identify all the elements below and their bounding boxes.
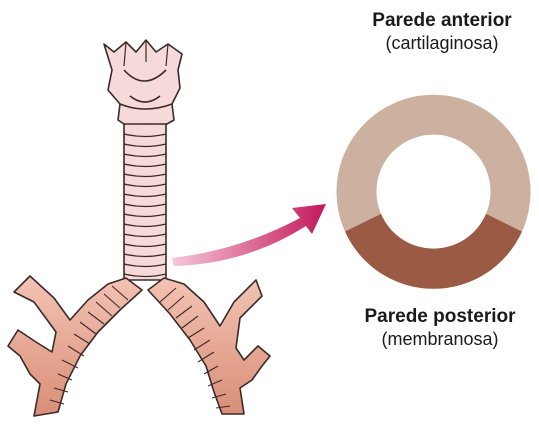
right-bronchus [148, 278, 270, 414]
posterior-wall-label: Parede posterior (membranosa) [345, 306, 535, 350]
tracheal-cross-section [336, 95, 530, 289]
posterior-membrane-wall [345, 214, 522, 289]
curved-arrow-icon [172, 204, 326, 266]
anterior-wall-subtitle: (cartilaginosa) [352, 32, 532, 54]
left-bronchus [8, 276, 142, 416]
larynx [104, 40, 182, 128]
posterior-wall-subtitle: (membranosa) [345, 328, 535, 350]
anterior-cartilage-wall [336, 95, 530, 232]
anterior-wall-label: Parede anterior (cartilaginosa) [352, 10, 532, 54]
trachea [124, 124, 166, 280]
anterior-wall-title: Parede anterior [352, 10, 532, 32]
posterior-wall-title: Parede posterior [345, 306, 535, 328]
